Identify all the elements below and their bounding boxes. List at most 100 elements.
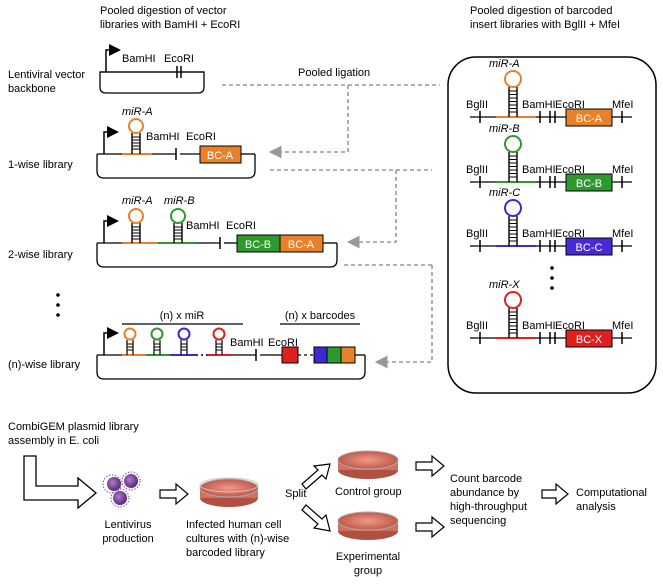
vector-digestion-line2: libraries with BamHI + EcoRI	[100, 19, 240, 31]
split-label: Split	[285, 488, 306, 500]
insert-bamhi: BamHI	[522, 99, 556, 111]
ellipsis-icon	[56, 293, 60, 317]
libn-bamhi: BamHI	[230, 337, 264, 349]
backbone-bamhi: BamHI	[122, 53, 156, 65]
infected-line2: cultures with (n)-wise	[186, 533, 289, 545]
computational-line1: Computational	[576, 487, 647, 499]
backbone-label-line2: backbone	[8, 83, 56, 95]
libn-barcode-orange	[340, 346, 356, 364]
arrow-to-culture-icon	[159, 482, 189, 506]
lib1-mir-a: miR-A	[122, 106, 153, 118]
lentivirus-line1: Lentivirus	[104, 519, 152, 531]
lib2-bamhi: BamHI	[186, 220, 220, 232]
lib1-ecori: EcoRI	[186, 131, 216, 143]
insert-digestion-line2: insert libraries with BglII + MfeI	[470, 19, 620, 31]
lib2-mir-b: miR-B	[164, 195, 195, 207]
insert-digestion-header: Pooled digestion of barcoded insert libr…	[470, 5, 620, 31]
infected-culture-dish-icon	[199, 477, 259, 507]
lib2-bc-a: BC-A	[288, 239, 315, 251]
split-down-arrow-icon	[301, 504, 331, 532]
lentivirus-icon	[102, 471, 141, 508]
insert-mir-label: miR-X	[489, 279, 520, 291]
vector-digestion-header: Pooled digestion of vector libraries wit…	[100, 5, 240, 31]
insert-library-panel	[447, 56, 657, 394]
libn-n-barcodes: (n) x barcodes	[285, 310, 356, 322]
lentivirus-line2: production	[102, 533, 153, 545]
experimental-to-count-arrow-icon	[415, 515, 445, 539]
lib2-vector: BC-B BC-A miR-A miR-B BamHI EcoRI	[96, 195, 338, 268]
libn-n-mir: (n) x miR	[160, 310, 205, 322]
control-label: Control group	[335, 486, 402, 498]
insert-mfei: MfeI	[612, 99, 633, 111]
insert-mir-label: miR-C	[489, 187, 520, 199]
insert-bc-box	[565, 237, 613, 256]
count-line1: Count barcode	[450, 473, 522, 485]
lib2-bc-b: BC-B	[245, 239, 271, 251]
insert-ecori: EcoRI	[555, 99, 585, 111]
backbone-vector: BamHI EcoRI	[99, 44, 205, 94]
insert-bglii: BglII	[466, 320, 488, 332]
count-line4: sequencing	[450, 515, 506, 527]
libn-hairpin-red	[212, 327, 226, 355]
insert-mfei: MfeI	[612, 164, 633, 176]
control-to-count-arrow-icon	[415, 454, 445, 478]
libn-label: (n)-wise library	[8, 359, 81, 371]
insert-bc-box	[565, 108, 613, 127]
computational-line2: analysis	[576, 501, 616, 513]
libn-barcode-blue	[313, 346, 328, 364]
insert-ellipsis-icon	[550, 266, 554, 290]
assembly-line1: CombiGEM plasmid library	[8, 421, 139, 433]
count-to-analysis-arrow-icon	[541, 482, 569, 506]
count-line3: high-throughput	[450, 501, 527, 513]
split-up-arrow-icon	[301, 463, 331, 490]
insert-bglii: BglII	[466, 228, 488, 240]
libn-barcode-red	[281, 346, 299, 364]
libn-hairpin-green	[150, 327, 164, 355]
experimental-dish-icon	[337, 511, 399, 540]
insert-bc-box	[565, 329, 613, 348]
insert-bamhi: BamHI	[522, 320, 556, 332]
backbone-label-line1: Lentiviral vector	[8, 69, 85, 81]
insert-bc-label: BC-C	[576, 242, 603, 254]
infected-line3: barcoded library	[186, 547, 265, 559]
lib1-vector: BC-A miR-A BamHI EcoRI	[96, 106, 256, 179]
assembly-arrow-icon	[23, 455, 98, 510]
insert-bc-label: BC-B	[576, 178, 602, 190]
libn-hairpin-orange	[123, 327, 137, 355]
lib2-ecori: EcoRI	[226, 220, 256, 232]
insert-mir-label: miR-A	[489, 58, 520, 70]
insert-bglii: BglII	[466, 99, 488, 111]
insert-bglii: BglII	[466, 164, 488, 176]
lib1-bc-a: BC-A	[207, 150, 234, 162]
lib2-mir-a: miR-A	[122, 195, 153, 207]
libn-hairpin-blue	[177, 327, 191, 355]
promoter-arrow-icon	[105, 44, 121, 72]
experimental-line2: group	[354, 565, 382, 577]
libn-ecori: EcoRI	[268, 337, 298, 349]
insert-bc-label: BC-A	[576, 113, 603, 125]
lib2-label: 2-wise library	[8, 249, 73, 261]
experimental-line1: Experimental	[336, 551, 400, 563]
libn-barcode-green	[326, 346, 342, 364]
insert-ecori: EcoRI	[555, 164, 585, 176]
assembly-line2: assembly in E. coli	[8, 435, 99, 447]
pooled-ligation-label: Pooled ligation	[298, 67, 370, 79]
insert-mir-label: miR-B	[489, 123, 520, 135]
insert-mfei: MfeI	[612, 228, 633, 240]
control-dish-icon	[337, 450, 399, 479]
insert-bc-label: BC-X	[576, 334, 603, 346]
infected-line1: Infected human cell	[186, 519, 281, 531]
count-line2: abundance by	[450, 487, 520, 499]
insert-bamhi: BamHI	[522, 164, 556, 176]
vector-digestion-line1: Pooled digestion of vector	[100, 5, 227, 17]
insert-bc-box	[565, 173, 613, 192]
lib1-label: 1-wise library	[8, 159, 73, 171]
insert-bamhi: BamHI	[522, 228, 556, 240]
insert-ecori: EcoRI	[555, 228, 585, 240]
